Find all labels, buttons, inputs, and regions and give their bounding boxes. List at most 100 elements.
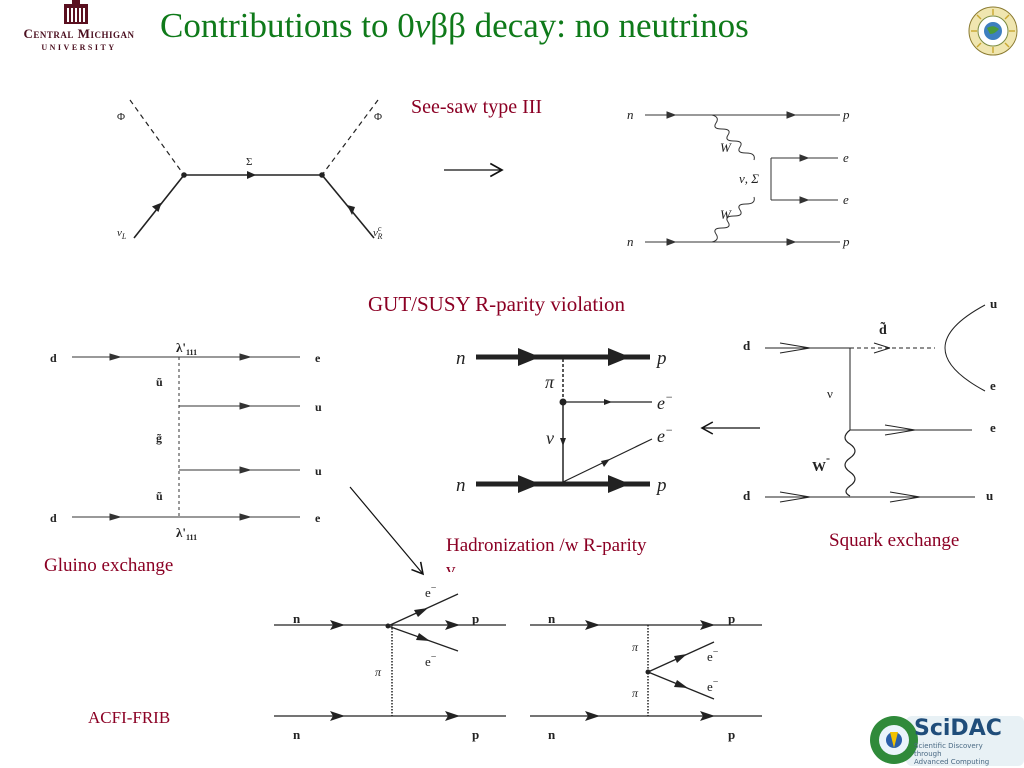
- gluino-caption: Gluino exchange: [44, 555, 174, 576]
- gl-u-low-label: u: [315, 464, 322, 478]
- scidac-emblem-icon: [870, 716, 1024, 766]
- squark-diagram: [765, 304, 986, 503]
- pion1-diagram: [274, 593, 506, 721]
- sq-d-top-label: d: [743, 338, 751, 353]
- gl-u-tilde-bot-label: ũ: [156, 489, 163, 503]
- title-suffix: ββ decay: no neutrinos: [430, 6, 749, 45]
- gl-e-top-label: e: [315, 351, 321, 365]
- p1-e-b-arrow: [416, 633, 430, 641]
- hd-e2-arrow: [601, 459, 610, 467]
- gl-e-top-arrow: [239, 353, 252, 361]
- sq-nu-label: ν: [827, 386, 833, 401]
- hd-vertex: [559, 398, 567, 406]
- w-e-top-label: e: [843, 150, 849, 165]
- seesaw-nu-r-arrow: [347, 205, 355, 215]
- p1-vertex: [385, 623, 391, 629]
- p1-n-top-label: n: [293, 611, 301, 626]
- hd-nu-arrow: [560, 438, 566, 446]
- seesaw-phi-left-label: Φ: [117, 111, 125, 123]
- sq-u-top-label: u: [990, 296, 997, 311]
- cmu-subtitle: UNIVERSITY: [41, 43, 117, 52]
- p2-e-a-label: e−: [707, 647, 719, 664]
- seesaw-sigma-label: Σ: [246, 156, 252, 168]
- p1-pi-label: π: [375, 665, 382, 679]
- scidac-tagline-1: Scientific Discovery: [914, 742, 983, 750]
- gl-u-mid-arrow: [239, 402, 252, 410]
- cmu-name: Central Michigan: [23, 26, 135, 41]
- sq-e-top-label: e: [990, 378, 996, 393]
- p2-vertex: [645, 669, 651, 675]
- acfi-frib-label: ACFI-FRIB: [88, 708, 171, 727]
- seesaw-nu-l-arrow: [151, 202, 162, 212]
- w-w-bot-label: W: [720, 207, 732, 222]
- hd-p-bot-arrow: [608, 475, 630, 493]
- cmu-building-icon: [64, 0, 88, 24]
- hd-n-top-label: n: [456, 348, 466, 369]
- seesaw-diagram: [129, 99, 379, 239]
- gl-d-bot-label: d: [50, 511, 57, 525]
- sq-d-bot-label: d: [743, 488, 751, 503]
- sq-u-bot-label: u: [986, 488, 993, 503]
- gl-d-top-arrow: [109, 353, 122, 361]
- p1-p-top-arrow: [445, 620, 460, 630]
- hadron-diagram: [476, 348, 653, 493]
- hd-p-top-label: p: [655, 348, 667, 369]
- p1-e-a-arrow: [414, 608, 428, 617]
- gl-d-top-label: d: [50, 351, 57, 365]
- p2-pi-bot-label: π: [632, 686, 639, 700]
- p2-pi-top-label: π: [632, 640, 639, 654]
- hd-e2-label: e−: [657, 423, 673, 446]
- cmu-logo: Central Michigan UNIVERSITY: [0, 0, 158, 58]
- w-mid-label: ν, Σ: [739, 171, 759, 186]
- scidac-tagline-2: through: [914, 750, 942, 758]
- p1-n-bot-label: n: [293, 727, 301, 742]
- seesaw-phi-right-line: [321, 99, 379, 176]
- p2-e-b-label: e−: [707, 677, 719, 694]
- pion2-diagram: [530, 620, 762, 721]
- p2-n-top-label: n: [548, 611, 556, 626]
- w-w-top-label: W: [720, 140, 732, 155]
- sq-e-mid-label: e: [990, 420, 996, 435]
- gl-g-tilde-label: g̃: [156, 431, 162, 445]
- w-p-bot-arrow: [786, 238, 797, 246]
- hd-n-top-arrow: [518, 348, 540, 366]
- sq-uu-curve: [944, 304, 986, 392]
- p1-n-top-arrow: [330, 620, 345, 630]
- gl-e-bot-arrow: [239, 513, 252, 521]
- sq-e-mid-arrow: [884, 424, 916, 436]
- w-e-top-arrow: [799, 154, 810, 162]
- squark-caption: Squark exchange: [829, 530, 960, 551]
- gl-lambda-top-label: λ'111: [176, 340, 197, 357]
- scidac-logo: SciDAC Scientific Discovery through Adva…: [866, 710, 1024, 768]
- w-p-bot-label: p: [842, 234, 850, 249]
- hd-nu-label: ν: [546, 428, 554, 448]
- hd-p-bot-label: p: [655, 475, 667, 496]
- gl-u-mid-label: u: [315, 400, 322, 414]
- p2-e-b-arrow: [674, 680, 688, 688]
- sq-d-bot-arrow: [779, 491, 811, 503]
- p2-n-top-arrow: [585, 620, 600, 630]
- hd-p-top-arrow: [608, 348, 630, 366]
- gut-caption: GUT/SUSY R-parity violation: [368, 292, 626, 316]
- w-n-top-label: n: [627, 107, 634, 122]
- hd-pi-label: π: [545, 372, 555, 392]
- gl-u-low-arrow: [239, 466, 252, 474]
- seesaw-phi-left-line: [129, 99, 185, 176]
- p2-e-a-arrow: [674, 654, 687, 663]
- p2-p-bot-arrow: [700, 711, 715, 721]
- sq-squark-arrow: [873, 342, 891, 354]
- p2-n-bot-arrow: [585, 711, 600, 721]
- gl-lambda-bot-label: λ'111: [176, 525, 197, 542]
- sq-d-top-arrow: [779, 342, 811, 354]
- hd-n-bot-arrow: [518, 475, 540, 493]
- nsf-logo-icon: [968, 6, 1018, 56]
- p2-p-top-label: p: [728, 611, 735, 626]
- p1-p-bot-arrow: [445, 711, 460, 721]
- sq-w-label: W-: [812, 451, 830, 475]
- p1-e-a-label: e−: [425, 583, 437, 600]
- w-boson-bot: [711, 196, 755, 243]
- p1-p-bot-label: p: [472, 727, 479, 742]
- sq-w-boson: [844, 429, 856, 497]
